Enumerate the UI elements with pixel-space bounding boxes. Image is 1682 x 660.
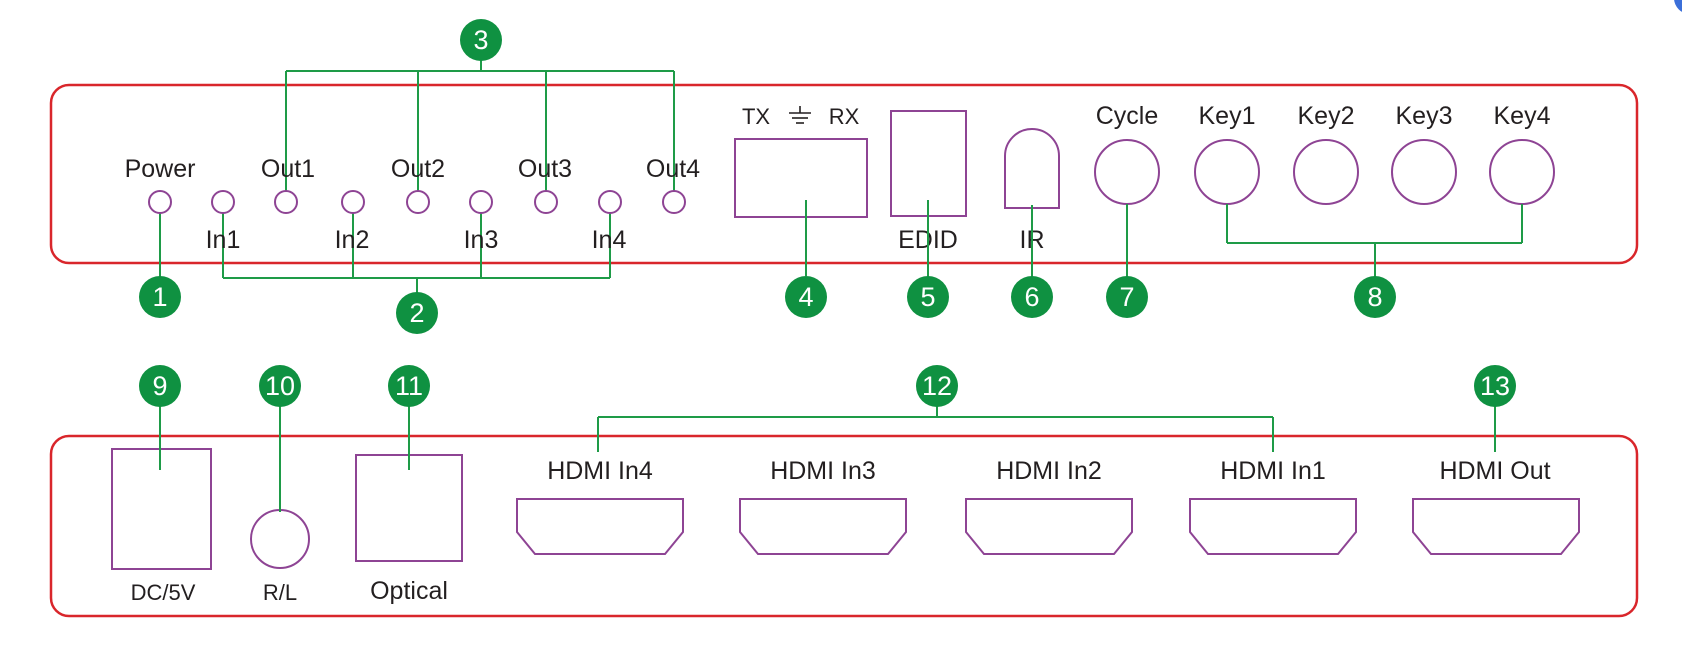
callout-3-leaders: [285, 58, 675, 202]
svg-text:7: 7: [1119, 282, 1134, 312]
label-in4: In4: [592, 226, 627, 254]
label-out4: Out4: [646, 155, 700, 183]
callout-badge-11: 11: [388, 365, 430, 407]
label-key1: Key1: [1199, 102, 1256, 130]
led-out3: [534, 190, 558, 214]
ground-icon: [789, 106, 811, 124]
corner-indicator-dot: [1674, 0, 1682, 12]
label-rl: R/L: [263, 580, 297, 605]
callout-badge-6: 6: [1011, 276, 1053, 318]
led-power: [148, 190, 172, 214]
label-out1: Out1: [261, 155, 315, 183]
label-hdmi-out: HDMI Out: [1439, 457, 1550, 485]
label-key2: Key2: [1298, 102, 1355, 130]
label-cycle: Cycle: [1096, 102, 1159, 130]
callout-badge-1: 1: [139, 276, 181, 318]
callout-2-leaders: [222, 202, 611, 296]
callout-badge-10: 10: [259, 365, 301, 407]
label-in3: In3: [464, 226, 499, 254]
led-in2: [341, 190, 365, 214]
label-dc5v: DC/5V: [131, 580, 196, 605]
callout-12-leaders: [597, 398, 1274, 452]
label-out2: Out2: [391, 155, 445, 183]
hdmi-in3-port: [739, 498, 907, 555]
svg-text:9: 9: [152, 371, 167, 401]
callout-badge-8: 8: [1354, 276, 1396, 318]
svg-text:3: 3: [473, 25, 488, 55]
hdmi-in4-port: [516, 498, 684, 555]
label-out3: Out3: [518, 155, 572, 183]
svg-text:13: 13: [1480, 371, 1510, 401]
rs232-port: [734, 138, 868, 218]
label-hdmi-in1: HDMI In1: [1220, 457, 1326, 485]
dc-power-jack: [111, 448, 212, 570]
svg-text:11: 11: [395, 371, 423, 401]
led-in4: [598, 190, 622, 214]
svg-text:2: 2: [409, 298, 424, 328]
led-out4: [662, 190, 686, 214]
hdmi-in2-port: [965, 498, 1133, 555]
label-hdmi-in2: HDMI In2: [996, 457, 1102, 485]
hdmi-in1-port: [1189, 498, 1357, 555]
label-hdmi-in4: HDMI In4: [547, 457, 653, 485]
svg-text:10: 10: [265, 371, 295, 401]
label-key4: Key4: [1494, 102, 1551, 130]
callout-badge-9: 9: [139, 365, 181, 407]
label-in2: In2: [335, 226, 370, 254]
svg-text:5: 5: [920, 282, 935, 312]
svg-text:6: 6: [1024, 282, 1039, 312]
led-in3: [469, 190, 493, 214]
led-out1: [274, 190, 298, 214]
svg-text:12: 12: [922, 371, 952, 401]
callout-badge-2: 2: [396, 292, 438, 334]
svg-text:8: 8: [1367, 282, 1382, 312]
edid-switch: [890, 110, 967, 217]
callout-badge-5: 5: [907, 276, 949, 318]
led-out2: [406, 190, 430, 214]
key3-button: [1391, 139, 1457, 205]
hdmi-out-port: [1412, 498, 1580, 555]
svg-text:4: 4: [798, 282, 813, 312]
label-hdmi-in3: HDMI In3: [770, 457, 876, 485]
label-rx: RX: [829, 104, 860, 129]
led-in1: [211, 190, 235, 214]
label-in1: In1: [206, 226, 241, 254]
key1-button: [1194, 139, 1260, 205]
rl-audio-jack: [250, 509, 310, 569]
callout-badge-13: 13: [1474, 365, 1516, 407]
optical-port: [355, 454, 463, 562]
callout-badge-4: 4: [785, 276, 827, 318]
svg-text:1: 1: [152, 282, 167, 312]
ir-receiver: [1004, 128, 1060, 209]
callout-badge-12: 12: [916, 365, 958, 407]
key2-button: [1293, 139, 1359, 205]
cycle-button: [1094, 139, 1160, 205]
label-power: Power: [125, 155, 196, 183]
callout-badge-3: 3: [460, 19, 502, 61]
label-optical: Optical: [370, 577, 448, 605]
led-indicators: [148, 190, 686, 214]
key4-button: [1489, 139, 1555, 205]
label-key3: Key3: [1396, 102, 1453, 130]
callout-badge-7: 7: [1106, 276, 1148, 318]
callout-8-leaders: [1226, 204, 1523, 278]
label-tx: TX: [742, 104, 770, 129]
